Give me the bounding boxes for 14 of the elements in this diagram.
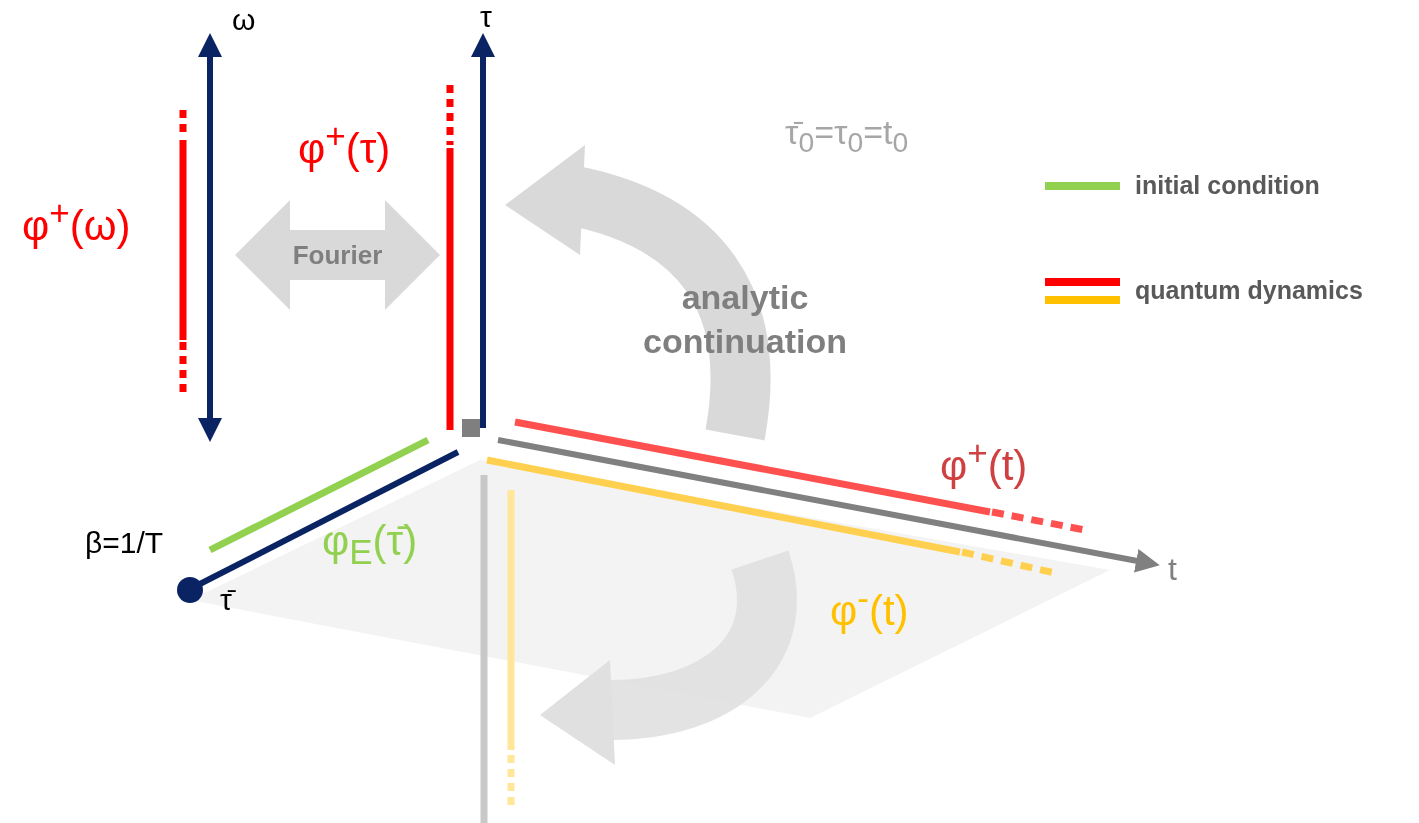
temperature-label: β=1/T	[85, 528, 164, 558]
legend-label: initial condition	[1135, 173, 1320, 198]
condition-label: τ̄$_{0}$=τ$_{0}$=t$_{0}$	[785, 115, 909, 157]
double-arrow: Fourier	[235, 200, 440, 310]
legend-label: quantum dynamics	[1135, 278, 1363, 303]
axis-label: ω	[232, 5, 256, 35]
function-label: φ$_{E}$(τ̄)	[322, 520, 418, 570]
function-label: φ$^{+}$(t)	[940, 435, 1028, 487]
function-label: φ$^{-}$(t)	[830, 580, 909, 632]
arrow-label: analytic continuation	[642, 277, 848, 363]
axis-label: τ	[480, 2, 492, 32]
function-label: φ$^{+}$(τ)	[298, 118, 391, 170]
axis-label: t	[1168, 553, 1177, 585]
function-label: φ$^{+}$(ω)	[22, 195, 131, 247]
